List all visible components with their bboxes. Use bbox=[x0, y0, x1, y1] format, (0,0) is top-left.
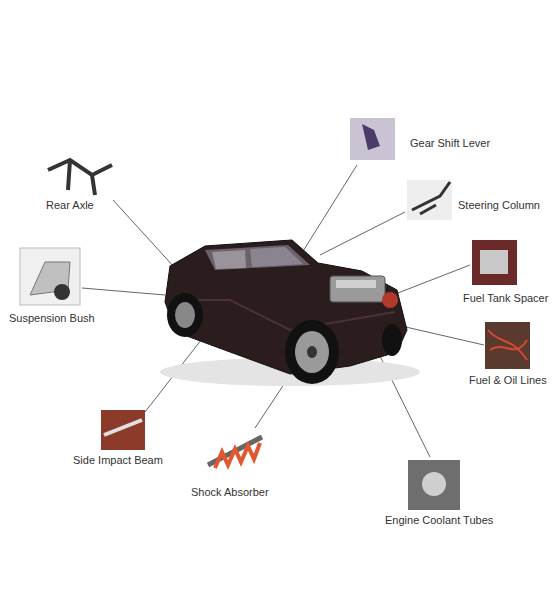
part-label: Rear Axle bbox=[46, 199, 94, 212]
part-label: Fuel & Oil Lines bbox=[469, 374, 547, 387]
part-label: Fuel Tank Spacer bbox=[463, 292, 548, 305]
part-label: Suspension Bush bbox=[9, 312, 95, 325]
part-label: Side Impact Beam bbox=[73, 454, 163, 467]
part-thumbnails bbox=[20, 118, 530, 510]
leader-lines bbox=[82, 165, 484, 457]
part-label: Gear Shift Lever bbox=[410, 137, 490, 150]
part-label: Steering Column bbox=[458, 199, 540, 212]
part-label: Shock Absorber bbox=[191, 486, 269, 499]
part-label: Engine Coolant Tubes bbox=[385, 514, 493, 527]
